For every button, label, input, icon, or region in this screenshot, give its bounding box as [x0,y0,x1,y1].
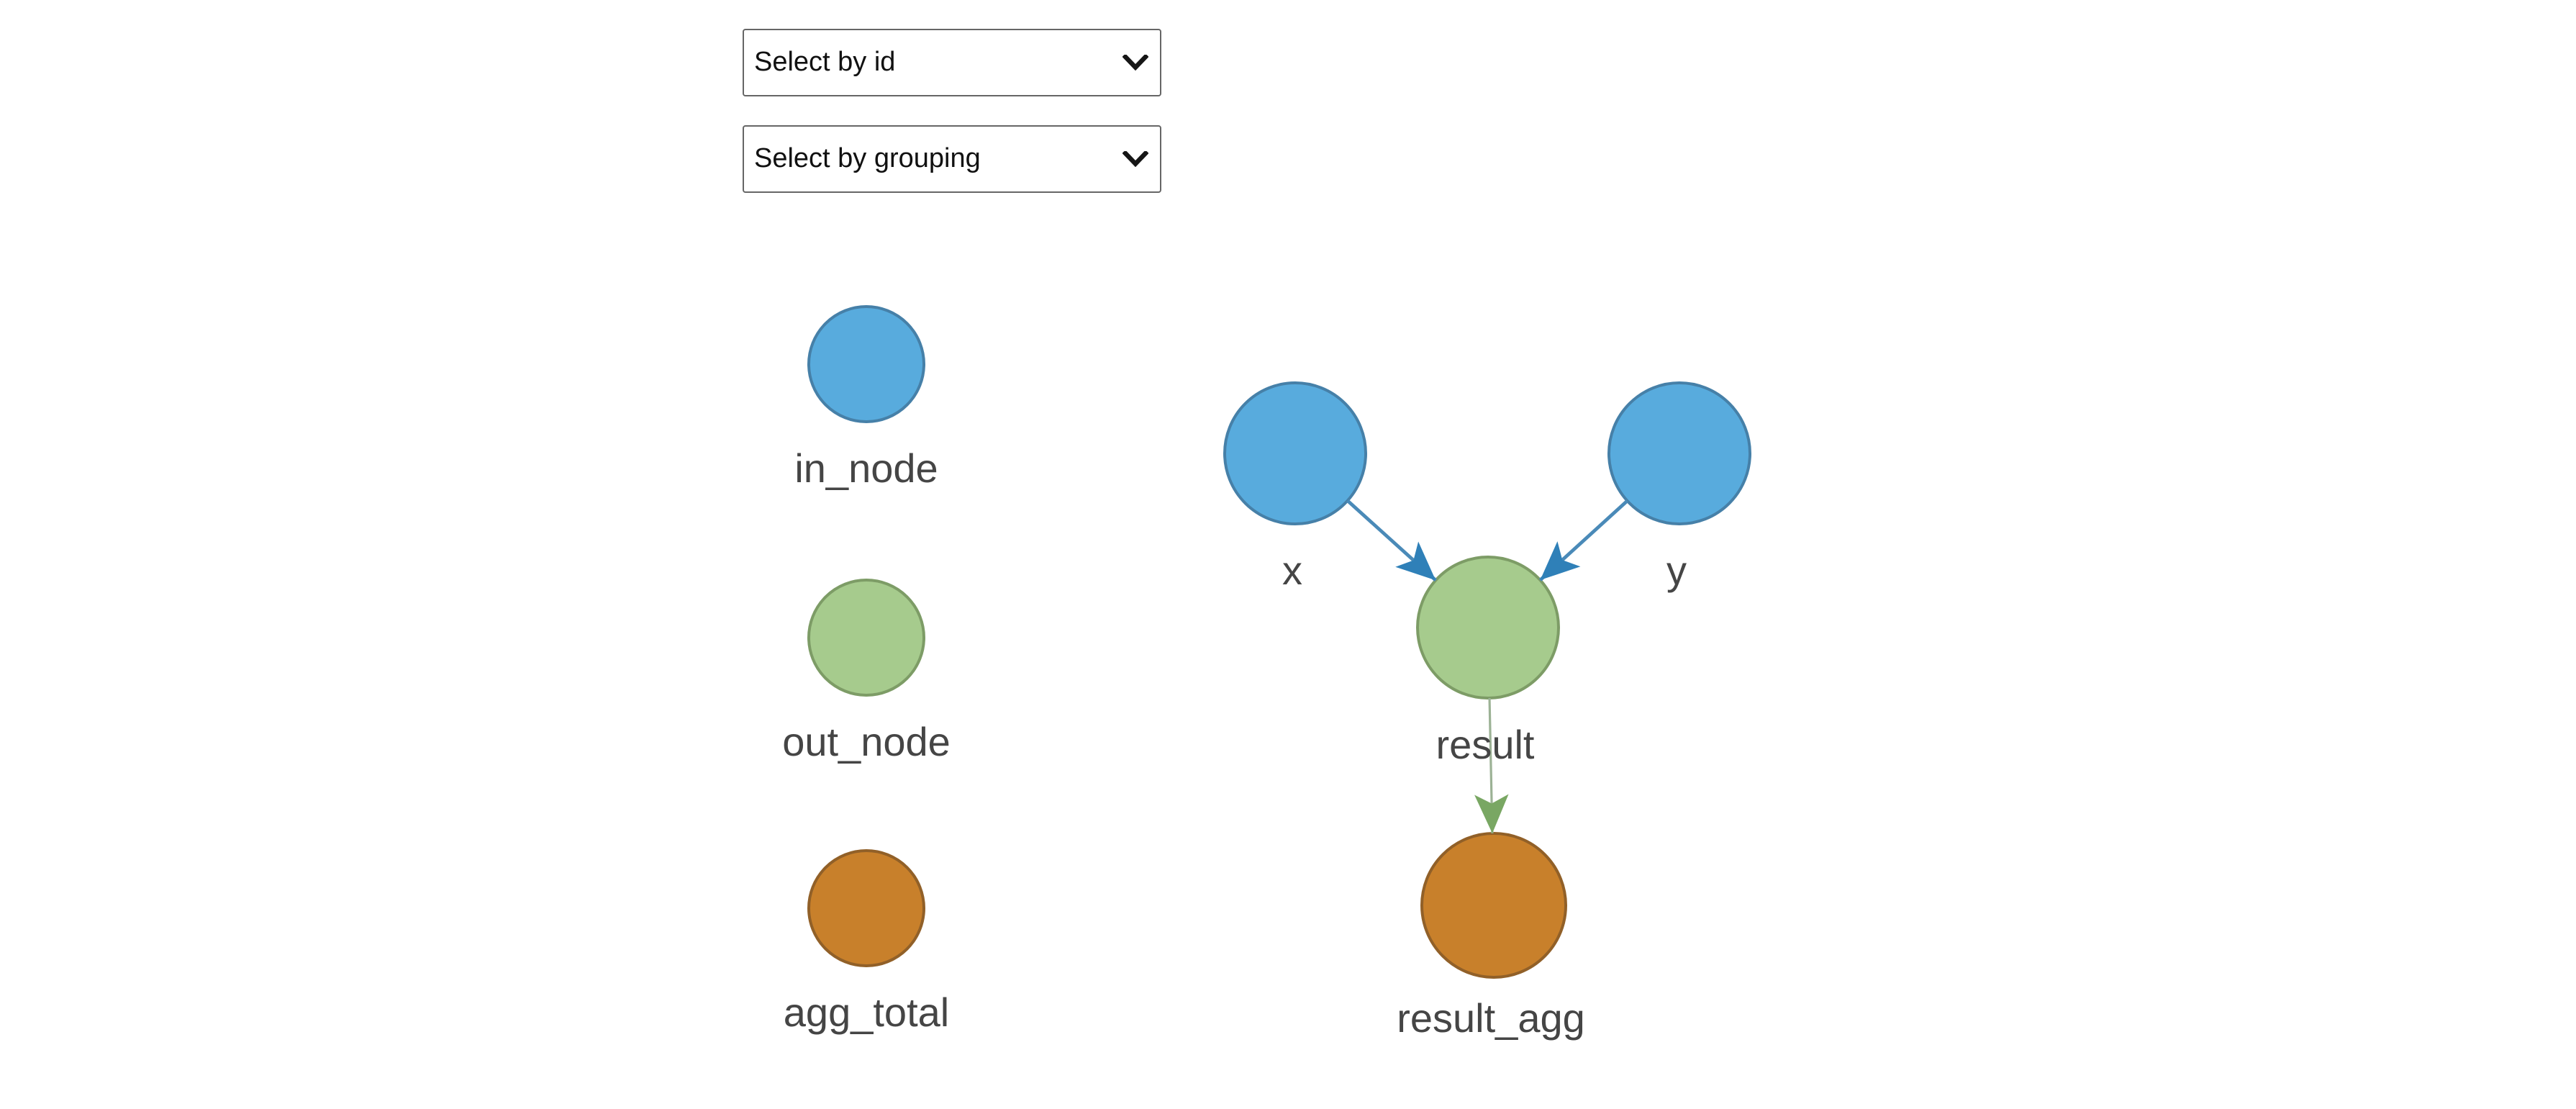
select-by-grouping[interactable]: Select by grouping [743,125,1161,192]
select-by-id[interactable]: Select by id [743,29,1161,96]
graph-node-label-result: result [1436,722,1535,767]
edge-result-result_agg [1474,697,1509,834]
graph-node-x[interactable] [1223,381,1367,525]
legend-label-out_node: out_node [782,719,951,764]
graph-node-result_agg[interactable] [1420,832,1567,979]
legend-label-agg_total: agg_total [784,990,949,1035]
edge-x-result [1346,499,1437,582]
legend-label-in_node: in_node [794,445,938,491]
graph-node-label-result_agg: result_agg [1397,995,1585,1041]
legend-swatch-out_node [807,579,925,697]
legend-swatch-agg_total [807,849,925,967]
select-by-grouping-wrapper: Select by grouping [743,125,1161,192]
select-by-id-wrapper: Select by id [743,29,1161,96]
legend-swatch-in_node [807,305,925,423]
graph-node-y[interactable] [1607,381,1751,525]
edge-y-result [1538,499,1629,581]
graph-node-label-x: x [1282,548,1302,593]
graph-node-result[interactable] [1416,556,1560,700]
graph-node-label-y: y [1666,548,1687,593]
